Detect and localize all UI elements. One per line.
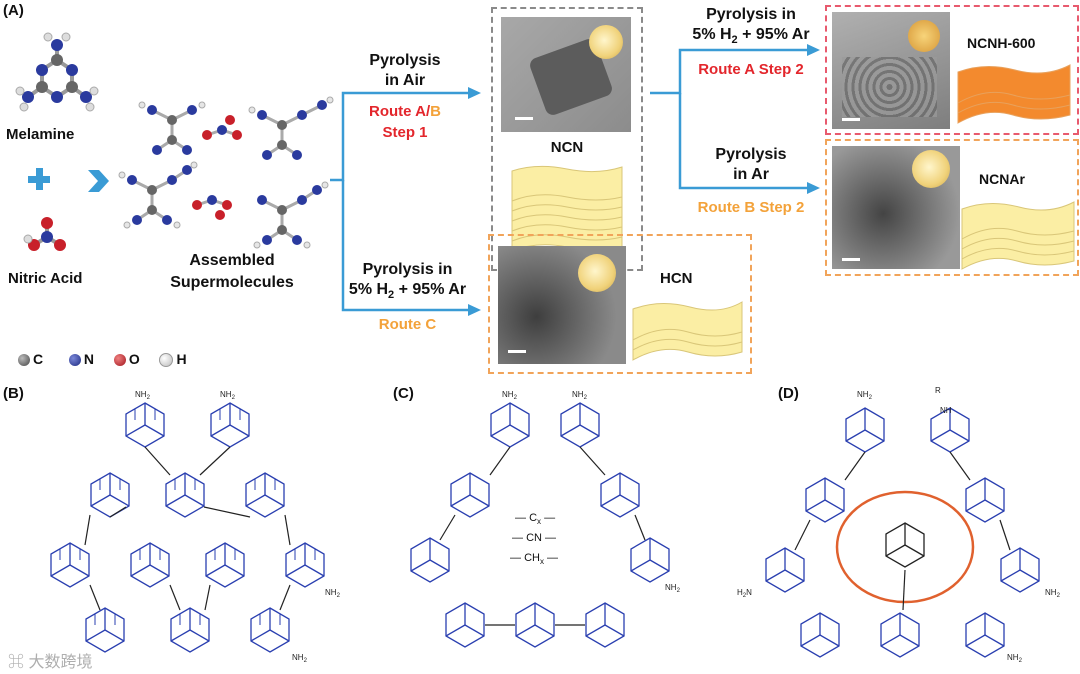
ncnh600-layers-illustration <box>957 64 1071 124</box>
legend-o: O <box>128 351 140 367</box>
panel-label-a: (A) <box>3 2 24 19</box>
air-step-line1: Pyrolysis <box>369 52 441 69</box>
air-step-line2: in Air <box>384 72 426 89</box>
hcn-layers-illustration <box>632 301 743 361</box>
svg-text:NH2: NH2 <box>572 390 588 401</box>
hcn-tem-image <box>498 246 626 364</box>
chevron-right-icon <box>88 170 109 192</box>
route-ab-label: Route A/ <box>369 103 431 120</box>
ncn-box: NCN <box>491 7 643 271</box>
plus-icon <box>28 168 50 190</box>
route-ab-step1: Step 1 <box>382 124 428 141</box>
legend-n: N <box>83 351 95 367</box>
svg-text:NH2: NH2 <box>135 390 151 401</box>
nitrogen-dot-icon <box>68 354 81 367</box>
atom-legend: C N O H <box>18 351 187 368</box>
svg-text:NH2: NH2 <box>665 583 681 594</box>
a2-step-line2: 5% H2 + 95% Ar <box>692 26 810 47</box>
svg-text:NH2: NH2 <box>220 390 236 401</box>
carbon-dot-icon <box>18 354 30 367</box>
svg-text:NH2: NH2 <box>1007 653 1023 664</box>
assembled-label: Assembled <box>189 252 275 269</box>
panel-label-d: (D) <box>778 385 799 402</box>
melamine-label: Melamine <box>6 126 75 143</box>
melamine-molecule <box>15 32 99 112</box>
watermark: ⌘ 大数跨境 <box>8 654 93 671</box>
svg-text:NH2: NH2 <box>1045 588 1061 599</box>
structure-c-defective-network: NH2 NH2 NH2 <box>410 390 681 648</box>
ncnar-label: NCNAr <box>979 171 1025 187</box>
svg-text:NH2: NH2 <box>325 588 341 599</box>
ncn-tem-image <box>501 17 631 132</box>
hcn-box: HCN <box>488 234 752 374</box>
nitric-acid-molecule <box>23 217 66 251</box>
oxygen-dot-icon <box>113 354 126 367</box>
h2-step-line2: 5% H2 + 95% Ar <box>348 281 467 302</box>
assembled-supermolecule-model <box>118 96 334 249</box>
panel-label-b: (B) <box>3 385 24 402</box>
h2-step-line1: Pyrolysis in <box>362 261 453 278</box>
cn-group: — CN — <box>512 532 557 544</box>
hydrogen-dot-icon <box>159 353 174 368</box>
ncn-label: NCN <box>550 139 584 156</box>
route-a-step2-label: Route A Step 2 <box>698 61 804 78</box>
legend-h: H <box>176 351 187 367</box>
ncnh600-box: NCNH-600 <box>825 5 1079 135</box>
ncnar-tem-image <box>832 146 960 269</box>
highlight-circle <box>835 490 975 604</box>
nitric-acid-label: Nitric Acid <box>8 270 83 287</box>
a2-step-line1: Pyrolysis in <box>706 6 796 23</box>
ncnar-box: NCNAr <box>825 139 1079 276</box>
cx-group: — Cx — <box>515 512 556 527</box>
hcn-label: HCN <box>660 270 693 287</box>
structure-b-heptazine-network: NH2 NH2 NH2 NH2 <box>50 390 341 664</box>
watermark-logo-icon: ⌘ <box>8 654 25 671</box>
supermolecules-label: Supermolecules <box>170 274 294 291</box>
route-b-letter: B <box>430 103 441 120</box>
svg-text:R: R <box>935 386 941 395</box>
route-b-step2-label: Route B Step 2 <box>697 199 805 216</box>
ncnh600-label: NCNH-600 <box>967 35 1036 51</box>
ncnh600-tem-image <box>832 12 950 129</box>
svg-text:NH2: NH2 <box>502 390 518 401</box>
legend-c: C <box>33 351 44 367</box>
panel-label-c: (C) <box>393 385 414 402</box>
svg-text:NH: NH <box>940 406 952 415</box>
ncn-layers-illustration <box>511 165 623 252</box>
ar-step-line1: Pyrolysis <box>715 146 787 163</box>
chx-group: — CHx — <box>510 552 559 567</box>
ncnar-layers-illustration <box>961 201 1075 270</box>
svg-text:H2N: H2N <box>737 588 752 599</box>
ar-step-line2: in Ar <box>733 166 769 183</box>
svg-text:NH2: NH2 <box>857 390 873 401</box>
route-c-label: Route C <box>378 316 437 333</box>
svg-text:NH2: NH2 <box>292 653 308 664</box>
structure-d-doped-network: NH2 R NH H2N NH2 NH2 <box>737 386 1061 664</box>
